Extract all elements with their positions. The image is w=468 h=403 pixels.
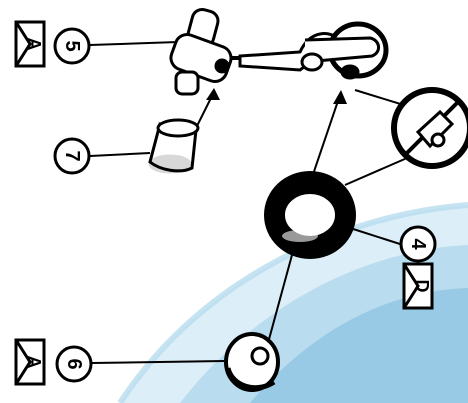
callout-4: 4 [399, 225, 437, 263]
tag-6: A [14, 338, 46, 386]
callout-5: 5 [53, 27, 91, 65]
leader-4 [349, 227, 401, 245]
part-bracket [238, 21, 389, 80]
callout-4-label: 4 [407, 238, 429, 250]
leader-6 [91, 360, 225, 364]
tag-5: A [14, 20, 46, 68]
callout-5-label: 5 [61, 40, 83, 51]
callout-6-label: 6 [63, 358, 85, 369]
callout-6: 6 [55, 345, 93, 383]
tag-4-label: D [412, 280, 432, 293]
arrowheads [206, 88, 347, 104]
tag-6-label: A [24, 356, 44, 369]
tag-4: D [402, 262, 434, 310]
tag-5-label: A [24, 38, 44, 51]
inset-detail [391, 87, 468, 169]
link-6-to-4 [267, 254, 293, 344]
part-4-seal [264, 171, 356, 259]
part-7-cup [148, 118, 200, 174]
arrowhead-4-to-bracket [333, 90, 347, 104]
leader-5 [89, 41, 179, 46]
arrowhead-7-to-5 [206, 88, 220, 100]
callout-7-label: 7 [61, 150, 83, 161]
leader-7 [89, 152, 151, 157]
part-5-fitting [169, 7, 300, 96]
callout-7: 7 [53, 137, 91, 175]
part-6-cap [224, 332, 280, 392]
